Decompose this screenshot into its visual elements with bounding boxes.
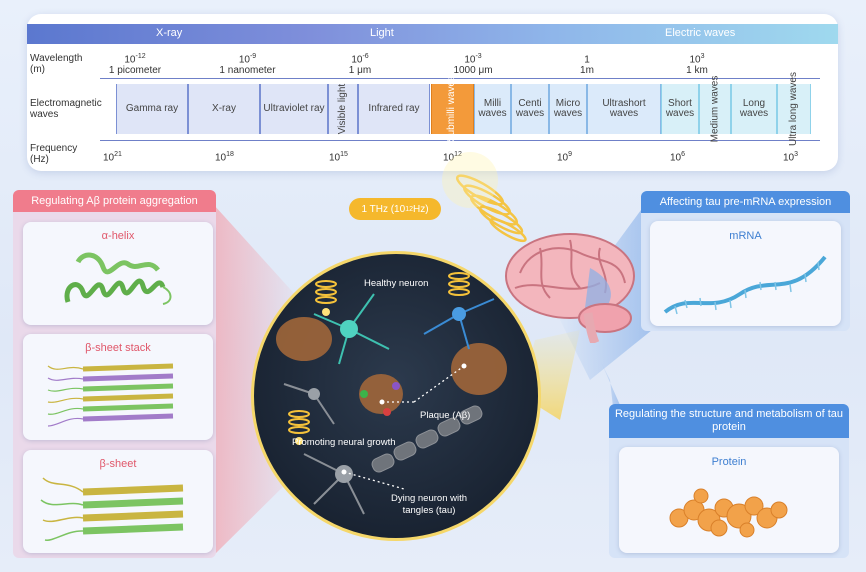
band-xray: X-ray (188, 84, 260, 134)
protein-label: Protein (711, 456, 747, 468)
protein-structure (669, 488, 788, 538)
alpha-helix-label: α-helix (101, 230, 135, 242)
frequency-tick: 1015 (329, 151, 348, 164)
wavelength-row-label: Wavelength(m) (30, 53, 83, 75)
right-top-panel-title: Affecting tau pre-mRNA expression (641, 191, 850, 213)
plaque-label: Plaque (Aβ) (420, 410, 471, 421)
band-infrared: Infrared ray (358, 84, 430, 134)
frequency-scale-line (100, 140, 820, 141)
mrna-label: mRNA (729, 230, 762, 242)
frequency-tick: 106 (670, 151, 686, 164)
beta-sheet-stack-structure (47, 363, 174, 427)
dying-neuron-label: Dying neuron with tangles (tau) (390, 493, 468, 516)
beta-sheet-structure (40, 477, 184, 541)
band-visible-light: Visible light (328, 84, 358, 134)
frequency-row-label: Frequency(Hz) (30, 143, 78, 165)
band-micro-waves: Micro waves (549, 84, 587, 134)
alpha-helix-card: α-helix (23, 222, 213, 325)
beta-sheet-label: β-sheet (99, 458, 137, 470)
alpha-helix-structure (64, 252, 172, 305)
beta-sheet-stack-card: β-sheet stack (23, 334, 213, 440)
band-medium-waves: Medium waves (699, 76, 731, 142)
wavelength-scale-line (100, 78, 820, 79)
healthy-neuron-label: Healthy neuron (364, 278, 429, 289)
category-xray: X-ray (156, 27, 183, 39)
beta-sheet-stack-label: β-sheet stack (85, 342, 151, 354)
neuron-scene-art (276, 272, 507, 515)
frequency-tick: 103 (783, 151, 799, 164)
band-short-waves: Short waves (661, 84, 699, 134)
wavelength-tick: 10-3 1000 μm (453, 53, 493, 77)
wavelength-tick: 10-12 1 picometer (108, 53, 162, 77)
category-electric-waves: Electric waves (665, 27, 736, 39)
wavelength-tick: 10-6 1 μm (348, 53, 372, 77)
frequency-tick: 1021 (103, 151, 122, 164)
wavelength-tick: 103 1 km (686, 53, 708, 77)
brain-illustration (505, 233, 635, 343)
band-centi-waves: Centi waves (511, 84, 549, 134)
band-ultraviolet: Ultraviolet ray (260, 84, 328, 134)
mrna-card: mRNA (650, 221, 841, 326)
band-ultra-long-waves: Ultra long waves (777, 72, 811, 146)
neural-growth-label: Promoting neural growth (292, 437, 396, 448)
left-panel-title: Regulating Aβ protein aggregation (13, 190, 216, 212)
right-bottom-panel-title: Regulating the structure and metabolism … (609, 404, 849, 438)
band-gamma-ray: Gamma ray (116, 84, 188, 134)
band-submilli-waves: Submilli waves (431, 76, 474, 142)
frequency-tick: 1012 (443, 151, 462, 164)
spectrum-category-bar (27, 24, 838, 44)
neuron-scene (251, 251, 541, 541)
wavelength-tick: 10-9 1 nanometer (219, 53, 276, 77)
protein-card: Protein (619, 447, 839, 553)
frequency-tick: 109 (557, 151, 573, 164)
beta-sheet-card: β-sheet (23, 450, 213, 553)
band-long-waves: Long waves (731, 84, 777, 134)
band-ultrashort-waves: Ultrashort waves (587, 84, 661, 134)
category-light: Light (370, 27, 394, 39)
frequency-tick: 1018 (215, 151, 234, 164)
mrna-structure (663, 255, 827, 315)
band-milli-waves: Milli waves (474, 84, 511, 134)
wavelength-tick: 1 1m (580, 54, 594, 77)
